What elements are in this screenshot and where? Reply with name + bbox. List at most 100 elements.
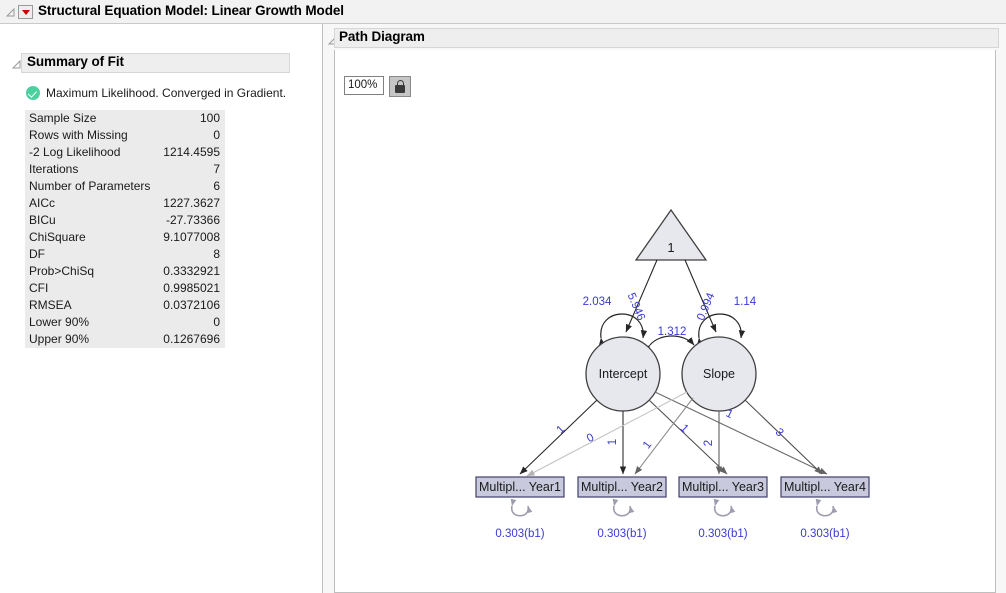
estimate-slope-variance: 1.14 xyxy=(734,296,757,308)
fit-stat-value: 100 xyxy=(199,111,220,125)
fit-stat-value: 6 xyxy=(213,179,220,193)
path-intercept-slope-covariance[interactable] xyxy=(642,335,695,353)
estimate-intercept-variance: 2.034 xyxy=(583,296,612,308)
latent-node-intercept-label: Intercept xyxy=(599,367,648,381)
loop-intercept-variance[interactable] xyxy=(598,313,648,346)
observed-node-year2-label: Multipl... Year2 xyxy=(581,480,663,494)
lock-shackle xyxy=(396,80,404,87)
fit-stat-label: ChiSquare xyxy=(29,230,86,244)
fit-stat-label: Rows with Missing xyxy=(29,128,128,142)
table-row: RMSEA 0.0372106 xyxy=(25,297,225,314)
observed-node-year4-label: Multipl... Year4 xyxy=(784,480,866,494)
fit-stat-label: Upper 90% xyxy=(29,332,90,346)
latent-node-slope-label: Slope xyxy=(703,367,735,381)
residual-loop-year3[interactable]: 0.303(b1) xyxy=(698,498,748,540)
fit-stat-label: -2 Log Likelihood xyxy=(29,145,121,159)
fit-stat-value: 7 xyxy=(213,162,220,176)
constant-node-label: 1 xyxy=(667,240,674,255)
table-row: Number of Parameters 6 xyxy=(25,178,225,195)
fit-stat-label: AICc xyxy=(29,196,56,210)
table-row: AICc 1227.3627 xyxy=(25,195,225,212)
table-row: Rows with Missing 0 xyxy=(25,127,225,144)
lock-button[interactable] xyxy=(389,76,411,97)
fit-stat-label: DF xyxy=(29,247,45,261)
observed-node-year2[interactable]: Multipl... Year2 xyxy=(577,476,667,498)
observed-node-year3[interactable]: Multipl... Year3 xyxy=(678,476,768,498)
estimate-intercept-to-year4: 1 xyxy=(724,408,735,422)
latent-node-slope[interactable]: Slope xyxy=(681,336,757,412)
window-title-bar: Structural Equation Model: Linear Growth… xyxy=(0,0,1006,24)
estimate-intercept-to-year3: 1 xyxy=(678,422,691,435)
estimate-residual-year2: 0.303(b1) xyxy=(597,528,646,540)
table-row: ChiSquare 9.1077008 xyxy=(25,229,225,246)
estimate-slope-to-year1: 0 xyxy=(585,432,596,446)
lock-icon xyxy=(395,80,405,93)
red-triangle-glyph xyxy=(22,10,30,15)
residual-loop-year2[interactable]: 0.303(b1) xyxy=(597,498,647,540)
summary-disclosure-triangle-icon[interactable] xyxy=(11,59,21,69)
path-slope-to-year2[interactable] xyxy=(634,397,694,475)
observed-node-year1-label: Multipl... Year1 xyxy=(479,480,561,494)
fit-stat-label: RMSEA xyxy=(29,298,72,312)
path-slope-to-year4[interactable] xyxy=(744,399,823,475)
page-title: Structural Equation Model: Linear Growth… xyxy=(38,3,344,18)
fit-stat-label: Prob>ChiSq xyxy=(29,264,95,278)
latent-node-intercept[interactable]: Intercept xyxy=(585,336,661,412)
estimate-slope-to-year3: 2 xyxy=(703,440,715,446)
path-intercept-to-year4[interactable] xyxy=(654,391,828,475)
panel-divider xyxy=(322,24,323,593)
summary-of-fit-panel: Summary of Fit Maximum Likelihood. Conve… xyxy=(0,24,322,593)
fit-stat-label: Sample Size xyxy=(29,111,97,125)
path-intercept-to-year1[interactable] xyxy=(519,399,598,475)
loop-slope-variance[interactable] xyxy=(696,313,746,346)
fit-stat-value: 0.0372106 xyxy=(163,298,220,312)
fit-stat-label: CFI xyxy=(29,281,49,295)
fit-stat-value: 0.9985021 xyxy=(163,281,220,295)
fit-stat-label: Number of Parameters xyxy=(29,179,151,193)
fit-stat-value: 0.1267696 xyxy=(163,332,220,346)
green-check-circle-icon xyxy=(26,86,40,100)
path-diagram-canvas: 100% xyxy=(334,50,996,593)
fit-stat-value: 1214.4595 xyxy=(163,145,220,159)
table-row: DF 8 xyxy=(25,246,225,263)
table-row: CFI 0.9985021 xyxy=(25,280,225,297)
fit-stat-value: 9.1077008 xyxy=(163,230,220,244)
table-row: -2 Log Likelihood 1214.4595 xyxy=(25,144,225,161)
fit-stat-value: 1227.3627 xyxy=(163,196,220,210)
lock-body xyxy=(395,85,405,93)
fit-stat-value: -27.73366 xyxy=(165,213,220,227)
path-intercept-to-year3[interactable] xyxy=(648,399,728,475)
path-diagram-header-band xyxy=(334,28,999,48)
fit-stat-value: 8 xyxy=(213,247,220,261)
disclosure-triangle-icon[interactable] xyxy=(5,7,15,17)
table-row: BICu -27.73366 xyxy=(25,212,225,229)
path-constant-to-intercept[interactable] xyxy=(625,259,658,333)
observed-node-year1[interactable]: Multipl... Year1 xyxy=(475,476,565,498)
path-diagram-panel: Path Diagram 100% xyxy=(323,24,1006,593)
table-row: Upper 90% 0.1267696 xyxy=(25,331,225,348)
table-row: Lower 90%0 xyxy=(25,314,225,331)
estimate-residual-year1: 0.303(b1) xyxy=(495,528,544,540)
convergence-status-text: Maximum Likelihood. Converged in Gradien… xyxy=(46,86,287,100)
observed-node-year3-label: Multipl... Year3 xyxy=(682,480,764,494)
fit-stat-label: Iterations xyxy=(29,162,79,176)
fit-stat-label: Lower 90% xyxy=(29,315,90,329)
constant-node[interactable]: 1 xyxy=(634,208,708,261)
fit-stat-label: BICu xyxy=(29,213,56,227)
estimate-residual-year4: 0.303(b1) xyxy=(800,528,849,540)
residual-loop-year1[interactable]: 0.303(b1) xyxy=(495,498,545,540)
sem-path-diagram: 1 5.946 0.994 2.034 1.14 1.312 Int xyxy=(475,208,870,540)
residual-loop-year4[interactable]: 0.303(b1) xyxy=(800,498,850,540)
path-diagram-title: Path Diagram xyxy=(339,29,425,44)
observed-node-year4[interactable]: Multipl... Year4 xyxy=(780,476,870,498)
path-constant-to-slope[interactable] xyxy=(684,259,717,333)
estimate-intercept-to-year2: 1 xyxy=(607,439,619,445)
fit-stat-value: 0 xyxy=(213,128,220,142)
zoom-level-input[interactable]: 100% xyxy=(344,76,384,95)
red-triangle-menu-icon[interactable] xyxy=(18,5,33,19)
table-row: Sample Size 100 xyxy=(25,110,225,127)
path-slope-to-year1[interactable] xyxy=(526,391,688,477)
